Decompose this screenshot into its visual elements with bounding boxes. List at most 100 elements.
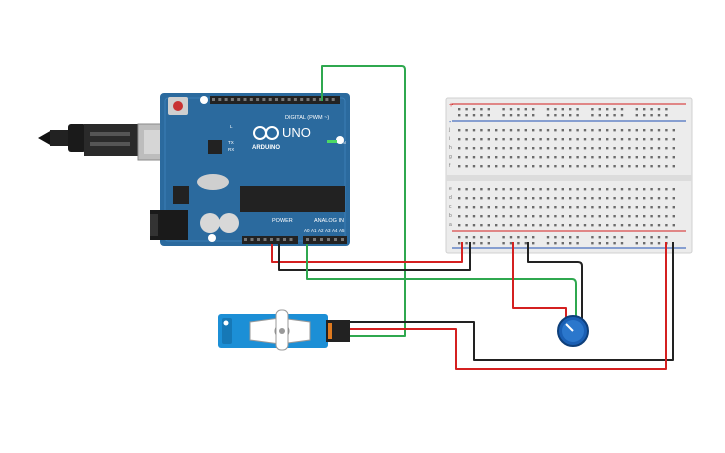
breadboard-hole[interactable] [620,147,624,150]
breadboard-hole[interactable] [480,108,483,111]
breadboard-hole[interactable] [620,224,624,227]
breadboard-hole[interactable] [472,138,476,141]
breadboard-hole[interactable] [458,224,461,227]
breadboard-hole[interactable] [613,129,616,132]
breadboard-hole[interactable] [583,206,587,209]
breadboard-hole[interactable] [650,147,653,150]
breadboard-hole[interactable] [487,188,490,191]
breadboard-hole[interactable] [480,224,483,227]
breadboard-hole[interactable] [635,114,638,117]
breadboard-hole[interactable] [620,206,624,209]
breadboard-hole[interactable] [576,188,579,191]
breadboard-hole[interactable] [650,206,653,209]
breadboard-hole[interactable] [532,114,535,117]
breadboard-hole[interactable] [635,197,638,200]
breadboard-hole[interactable] [539,165,542,168]
breadboard-hole[interactable] [598,236,601,239]
breadboard-hole[interactable] [583,156,587,159]
breadboard-hole[interactable] [665,129,668,132]
breadboard-hole[interactable] [606,147,609,150]
breadboard-hole[interactable] [657,215,661,218]
breadboard-hole[interactable] [613,197,616,200]
breadboard-hole[interactable] [539,138,542,141]
breadboard-hole[interactable] [613,215,616,218]
breadboard-hole[interactable] [480,242,483,245]
breadboard-hole[interactable] [665,147,668,150]
breadboard-hole[interactable] [539,147,542,150]
breadboard-hole[interactable] [606,197,609,200]
breadboard-hole[interactable] [554,138,557,141]
breadboard-hole[interactable] [635,188,638,191]
breadboard-hole[interactable] [606,129,609,132]
breadboard-hole[interactable] [487,156,490,159]
breadboard-hole[interactable] [643,108,646,111]
breadboard-hole[interactable] [657,108,661,111]
breadboard-hole[interactable] [487,129,490,132]
wire-red-servo[interactable] [348,242,667,370]
breadboard-hole[interactable] [480,129,483,132]
breadboard-hole[interactable] [517,206,520,209]
power-pin[interactable] [263,238,267,241]
breadboard-hole[interactable] [620,165,624,168]
breadboard-hole[interactable] [539,206,542,209]
breadboard-hole[interactable] [458,114,461,117]
breadboard-hole[interactable] [524,156,527,159]
breadboard-hole[interactable] [458,138,461,141]
wire-green-a0[interactable] [306,244,577,318]
breadboard-hole[interactable] [665,236,668,239]
breadboard-hole[interactable] [561,206,564,209]
breadboard-hole[interactable] [569,147,572,150]
breadboard-hole[interactable] [532,147,535,150]
breadboard-hole[interactable] [517,236,520,239]
digital-pin[interactable] [287,98,291,101]
breadboard-hole[interactable] [606,206,609,209]
breadboard-hole[interactable] [643,114,646,117]
breadboard-hole[interactable] [458,188,461,191]
breadboard-hole[interactable] [672,197,675,200]
breadboard-hole[interactable] [465,129,468,132]
breadboard-hole[interactable] [465,147,468,150]
breadboard-hole[interactable] [532,138,535,141]
breadboard-hole[interactable] [628,129,631,132]
breadboard-hole[interactable] [517,138,520,141]
breadboard-hole[interactable] [465,188,468,191]
breadboard-hole[interactable] [665,188,668,191]
breadboard-hole[interactable] [643,188,646,191]
breadboard-hole[interactable] [598,206,601,209]
breadboard-hole[interactable] [509,147,513,150]
breadboard-hole[interactable] [620,129,624,132]
breadboard-hole[interactable] [598,138,601,141]
breadboard-hole[interactable] [561,129,564,132]
breadboard-hole[interactable] [657,156,661,159]
breadboard-hole[interactable] [465,215,468,218]
breadboard-hole[interactable] [561,156,564,159]
breadboard-hole[interactable] [606,224,609,227]
breadboard-hole[interactable] [643,165,646,168]
analog-pin[interactable] [341,238,344,241]
breadboard-hole[interactable] [672,206,675,209]
digital-pin[interactable] [312,98,316,101]
power-pin[interactable] [250,238,254,241]
breadboard-hole[interactable] [672,165,675,168]
breadboard-hole[interactable] [458,215,461,218]
breadboard-hole[interactable] [643,138,646,141]
breadboard-hole[interactable] [613,108,616,111]
breadboard-hole[interactable] [650,215,653,218]
potentiometer-icon[interactable] [557,315,589,347]
breadboard-hole[interactable] [591,188,594,191]
breadboard-hole[interactable] [539,129,542,132]
breadboard-hole[interactable] [569,188,572,191]
breadboard-hole[interactable] [524,114,527,117]
breadboard-hole[interactable] [635,236,638,239]
breadboard-hole[interactable] [606,236,609,239]
power-pin[interactable] [257,238,260,241]
breadboard-hole[interactable] [487,165,490,168]
breadboard-hole[interactable] [524,206,527,209]
breadboard-hole[interactable] [495,224,498,227]
breadboard-hole[interactable] [524,108,527,111]
breadboard-hole[interactable] [598,165,601,168]
breadboard-hole[interactable] [569,197,572,200]
breadboard-hole[interactable] [569,236,572,239]
breadboard-hole[interactable] [517,156,520,159]
breadboard-hole[interactable] [502,138,505,141]
